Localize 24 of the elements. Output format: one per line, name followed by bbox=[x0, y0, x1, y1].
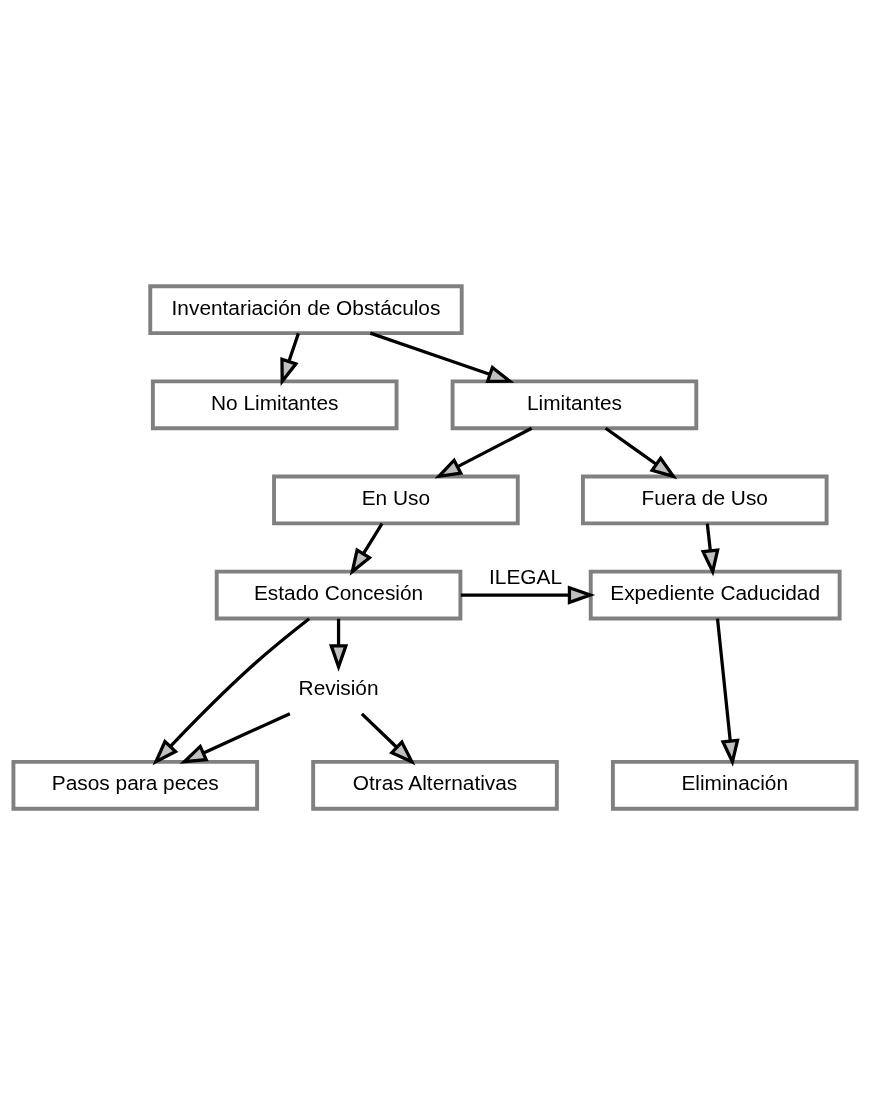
node-box: Eliminación bbox=[610, 759, 859, 811]
node-box: Limitantes bbox=[450, 379, 699, 431]
node-box: Otras Alternativas bbox=[311, 759, 559, 811]
node-box: Fuera de Uso bbox=[580, 474, 829, 526]
arrow bbox=[369, 331, 515, 383]
arrow bbox=[700, 523, 720, 577]
arrow bbox=[460, 585, 596, 605]
arrow bbox=[360, 712, 416, 766]
arrow bbox=[349, 522, 384, 576]
node-box: Expediente Caducidad bbox=[588, 569, 842, 621]
node-box: Pasos para peces bbox=[11, 759, 260, 811]
node-box: En Uso bbox=[272, 474, 520, 526]
node-box: No Limitantes bbox=[150, 379, 399, 431]
edge-label: ILEGAL bbox=[489, 565, 563, 589]
arrow bbox=[604, 426, 678, 480]
arrow bbox=[280, 332, 300, 386]
node-text: Revisión bbox=[298, 676, 379, 700]
arrow bbox=[434, 426, 533, 479]
arrow bbox=[152, 617, 311, 766]
node-box: Estado Concesión bbox=[214, 569, 463, 621]
arrow bbox=[715, 618, 740, 767]
node-box: Inventariación de Obstáculos bbox=[148, 284, 464, 336]
arrow bbox=[328, 618, 349, 672]
arrow bbox=[179, 712, 291, 764]
